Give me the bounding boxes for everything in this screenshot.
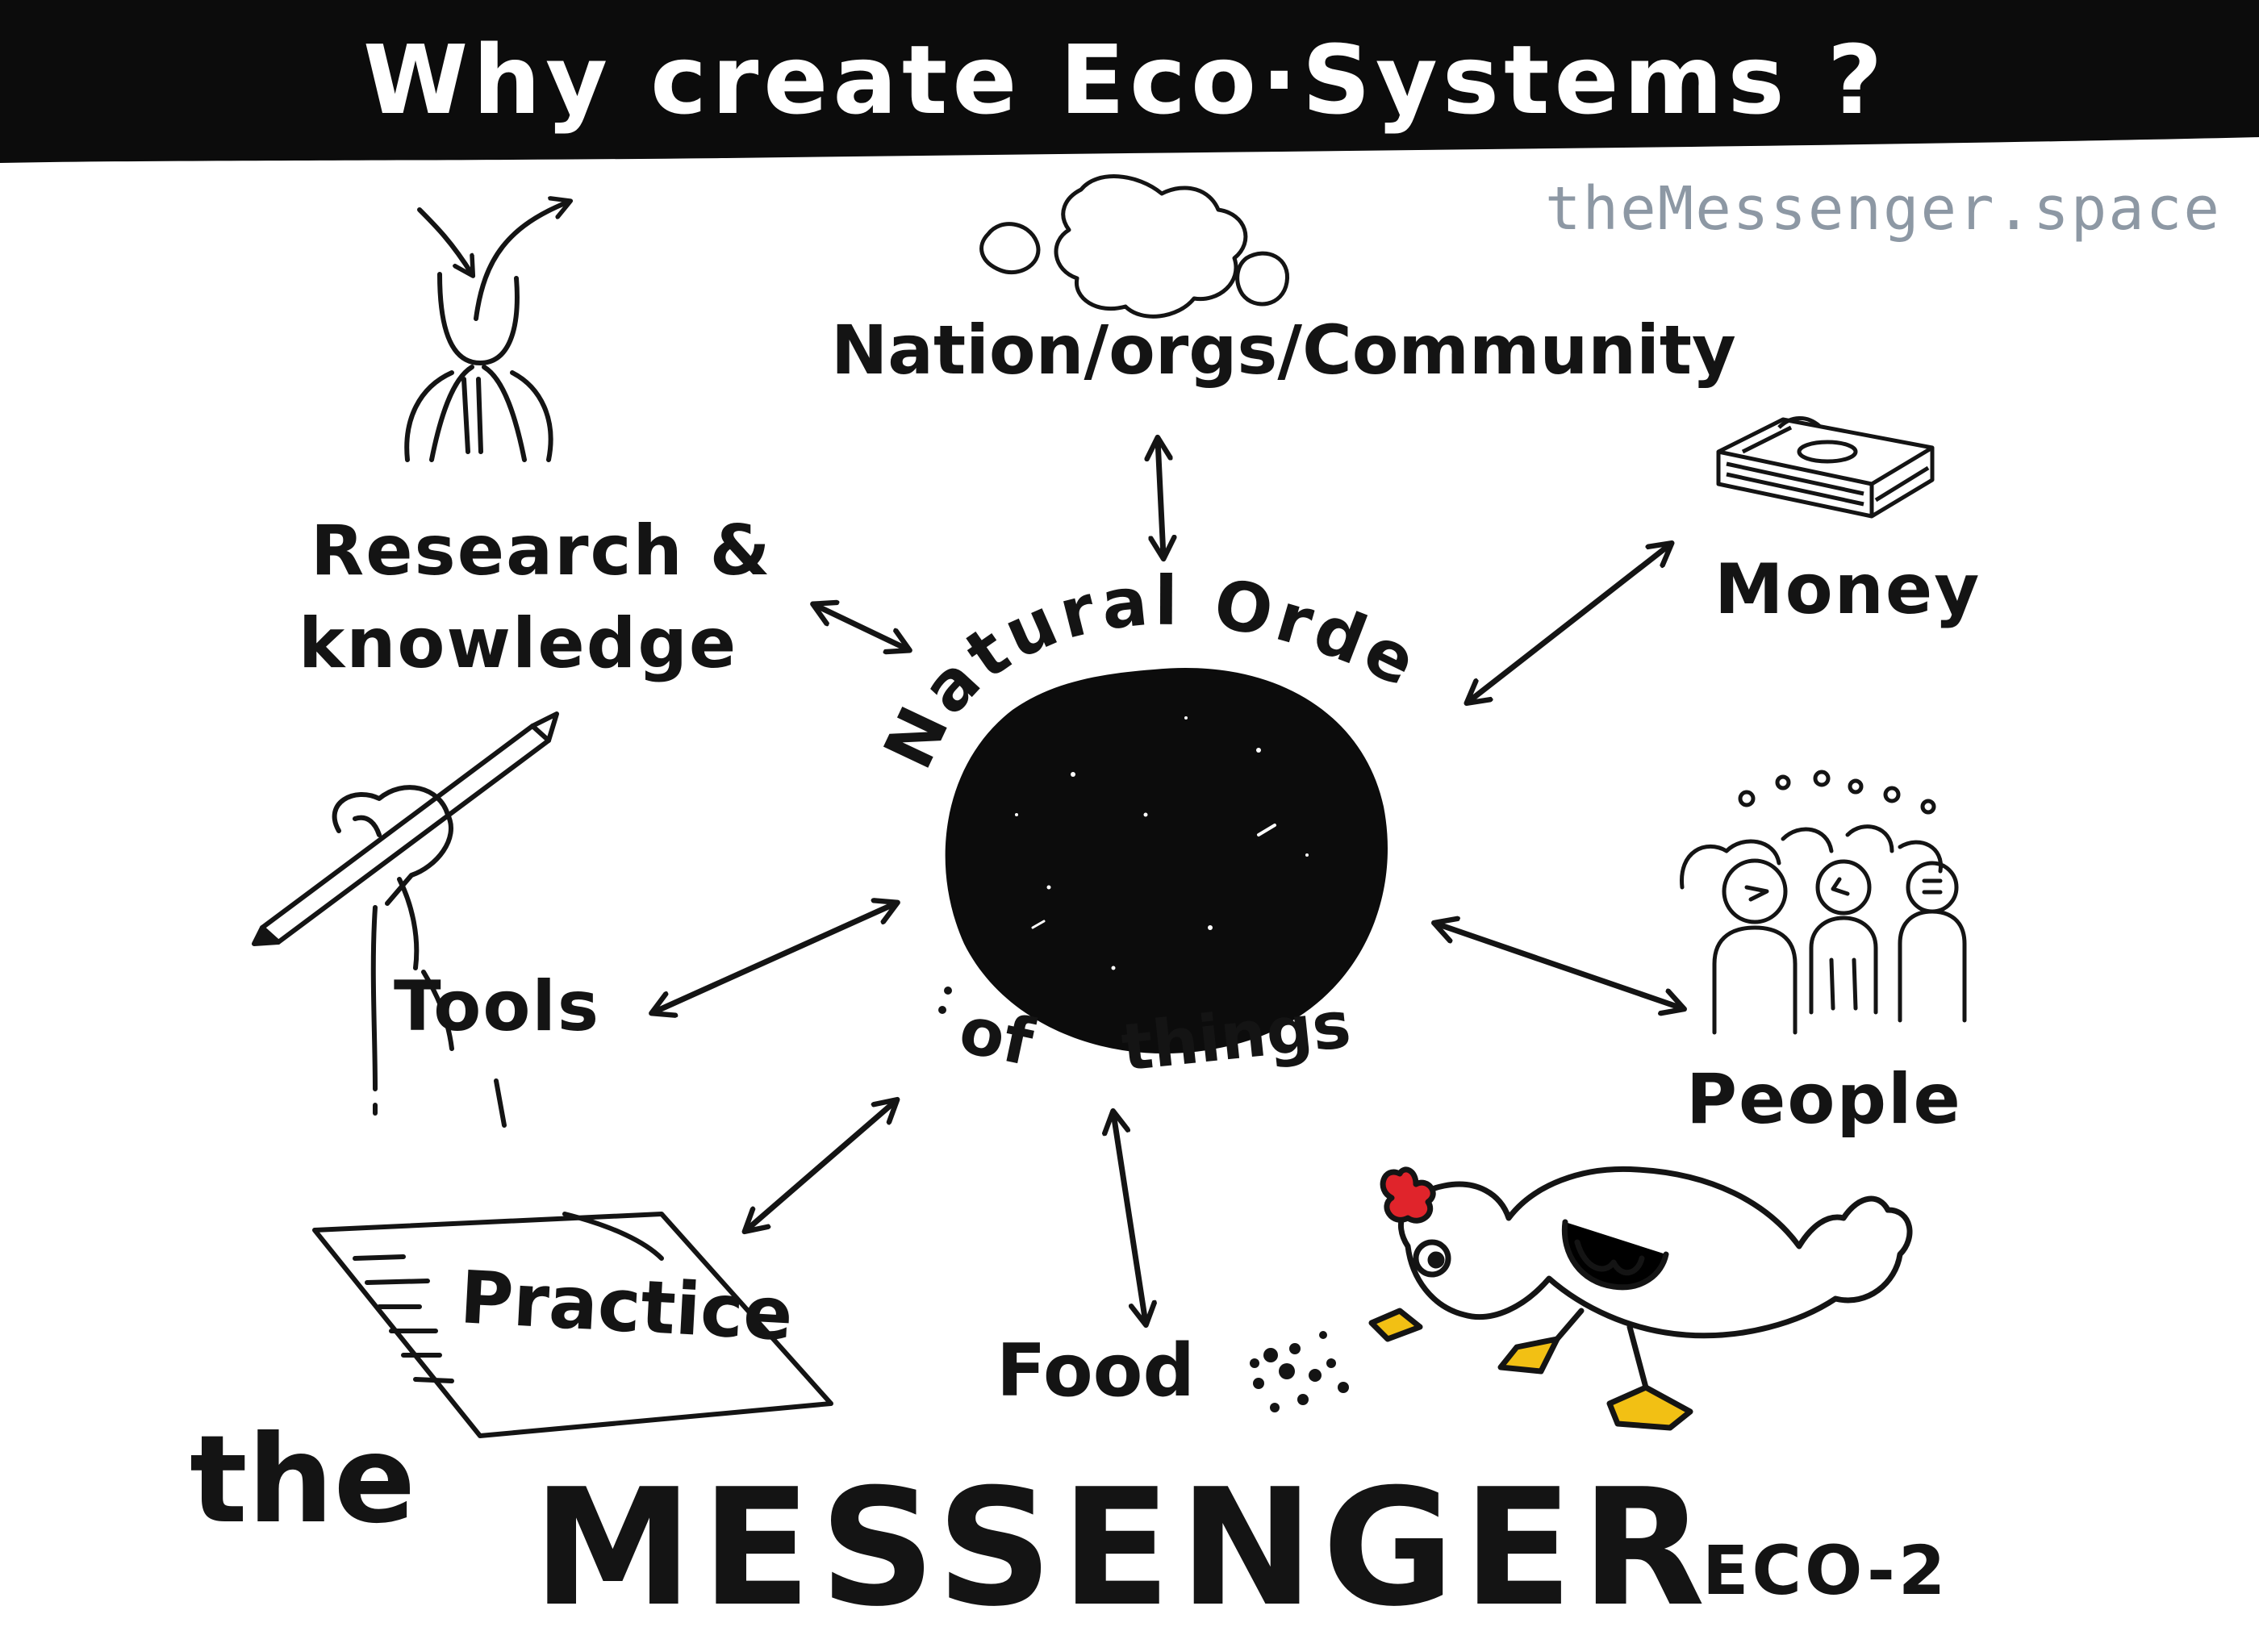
website-url: theMessenger.space [1545, 174, 2221, 244]
node-label-people: People [1686, 1059, 1962, 1140]
arrow-food [1113, 1113, 1146, 1323]
practice-paper-icon [312, 1212, 833, 1438]
center-label-of: of [953, 991, 1040, 1081]
brand-messenger-logo: MESSENGER [532, 1454, 1714, 1642]
chicken-icon [1368, 1166, 1913, 1431]
arrow-nation [1158, 440, 1163, 557]
connection-arrows [653, 440, 1682, 1323]
arrow-research [815, 605, 908, 649]
node-label-tools: Tools [394, 966, 601, 1047]
node-label-food: Food [996, 1329, 1195, 1413]
money-stack-icon [1716, 416, 1935, 519]
arrow-tools [653, 903, 896, 1012]
hand-pencil-icon [252, 711, 559, 1128]
crowd-icon [1680, 770, 1967, 1035]
node-label-practice: Practice [457, 1255, 795, 1358]
seeds-icon [1250, 1331, 1349, 1412]
node-label-money: Money [1714, 549, 1981, 630]
arrow-people [1436, 924, 1682, 1008]
banner-title: Why create Eco·Systems ? [363, 24, 1888, 136]
brand-code: ECO-2 [1702, 1531, 1949, 1610]
arrow-practice [746, 1101, 896, 1230]
thinking-head-icon [404, 202, 569, 462]
arrow-money [1468, 544, 1670, 702]
node-label-nation: Nation/orgs/Community [831, 311, 1736, 390]
node-label-research: Research & [311, 511, 772, 591]
map-icon [979, 174, 1289, 319]
brand-the: the [190, 1410, 416, 1550]
natural-order-ball [945, 667, 1388, 1054]
node-label-knowledge: knowledge [299, 603, 738, 684]
title-banner [0, 0, 2259, 163]
